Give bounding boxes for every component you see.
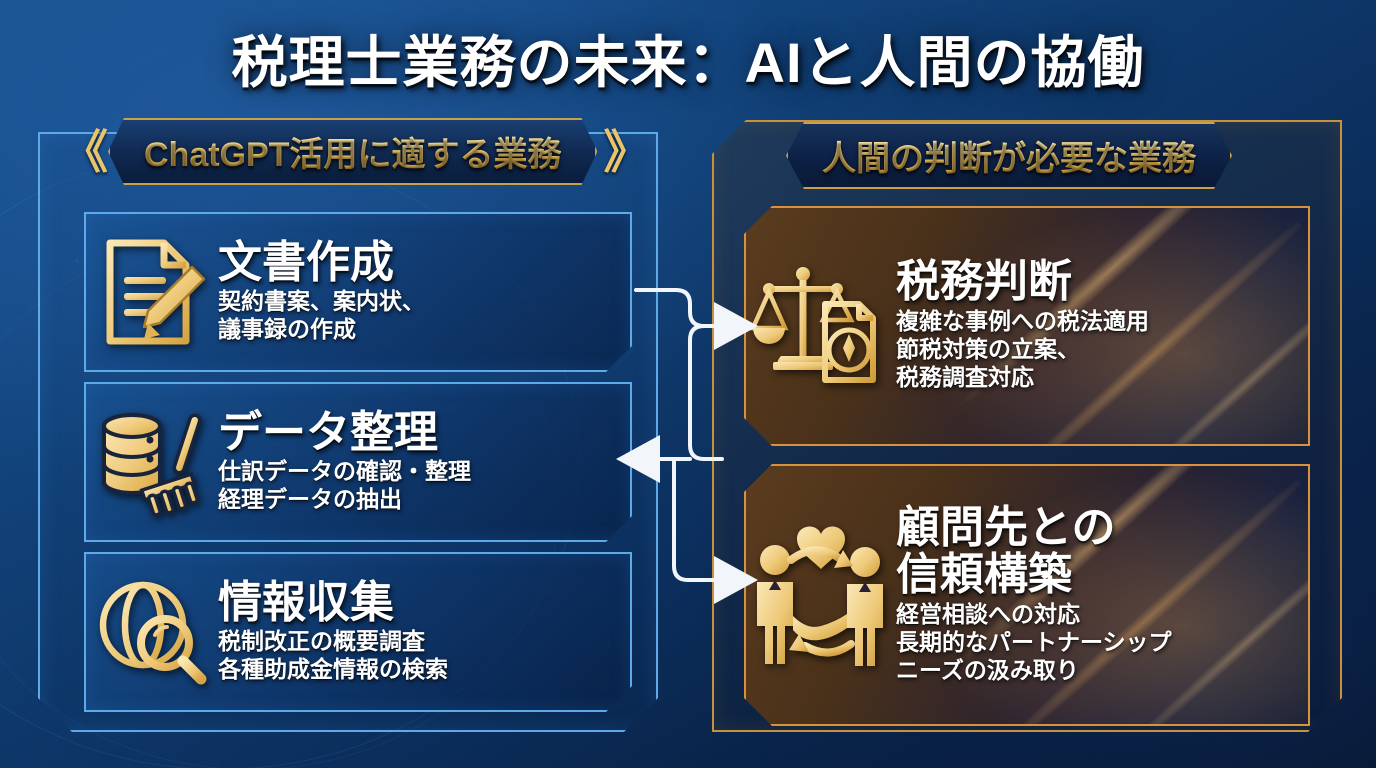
page-title: 税理士業務の未来：AIと人間の協働 — [231, 31, 1145, 94]
card-subline-1: 仕訳データの確認・整理 — [218, 458, 471, 485]
chevron-right-icon: 》 — [603, 125, 649, 178]
card-subline-3: ニーズの汲み取り — [896, 656, 1079, 683]
right-header-label: 人間の判断が必要な業務 — [822, 140, 1196, 178]
card-subline-1: 経営相談への対応 — [896, 600, 1080, 627]
card-subline-3: 税務調査対応 — [896, 364, 1034, 391]
card-tax-judgement[interactable]: 税務判断 複雑な事例への税法適用 節税対策の立案、 税務調査対応 — [744, 206, 1310, 446]
card-subline-1: 複雑な事例への税法適用 — [896, 308, 1149, 335]
card-client-trust-building[interactable]: 顧問先との 信頼構築 経営相談への対応 長期的なパートナーシップ ニーズの汲み取… — [744, 464, 1310, 726]
handshake-heart-icon — [746, 520, 896, 670]
card-title: 税務判断 — [896, 257, 1072, 307]
chevron-left-icon: 《 — [62, 125, 108, 178]
right-header-plate: 人間の判断が必要な業務 — [786, 122, 1232, 189]
card-subline-2: 節税対策の立案、 — [896, 336, 1080, 363]
card-title: 文書作成 — [218, 237, 394, 287]
card-information-gathering-body: 情報収集 税制改正の概要調査 各種助成金情報の検索 — [218, 581, 630, 684]
card-title-line-2: 信頼構築 — [896, 549, 1072, 599]
card-tax-judgement-body: 税務判断 複雑な事例への税法適用 節税対策の立案、 税務調査対応 — [896, 260, 1308, 391]
card-subline-1: 税制改正の概要調査 — [218, 628, 425, 655]
scales-compass-document-icon — [746, 256, 896, 396]
card-client-trust-building-body: 顧問先との 信頼構築 経営相談への対応 長期的なパートナーシップ ニーズの汲み取… — [896, 506, 1308, 684]
document-pencil-icon — [86, 233, 218, 351]
left-header-plate: ChatGPT活用に適する業務 — [108, 118, 597, 185]
card-information-gathering[interactable]: 情報収集 税制改正の概要調査 各種助成金情報の検索 — [84, 552, 632, 712]
database-rake-icon — [86, 404, 218, 520]
card-subline-1: 契約書案、案内状、 — [218, 288, 425, 315]
left-header-label: ChatGPT活用に適する業務 — [144, 136, 562, 174]
card-title-line-1: 顧問先との — [896, 503, 1116, 553]
globe-magnifier-icon — [86, 573, 218, 691]
card-document-creation-body: 文書作成 契約書案、案内状、 議事録の作成 — [218, 241, 630, 344]
card-subline-2: 議事録の作成 — [218, 316, 356, 343]
card-data-organization[interactable]: データ整理 仕訳データの確認・整理 経理データの抽出 — [84, 382, 632, 542]
left-panel-header: 《 ChatGPT活用に適する業務 》 — [62, 118, 649, 185]
card-title: 情報収集 — [218, 577, 394, 627]
right-panel-header: 人間の判断が必要な業務 — [786, 122, 1232, 189]
card-document-creation[interactable]: 文書作成 契約書案、案内状、 議事録の作成 — [84, 212, 632, 372]
card-subline-2: 長期的なパートナーシップ — [896, 628, 1172, 655]
card-title: データ整理 — [218, 407, 438, 457]
card-subline-2: 経理データの抽出 — [218, 486, 402, 513]
card-data-organization-body: データ整理 仕訳データの確認・整理 経理データの抽出 — [218, 411, 630, 514]
card-subline-2: 各種助成金情報の検索 — [218, 656, 448, 683]
